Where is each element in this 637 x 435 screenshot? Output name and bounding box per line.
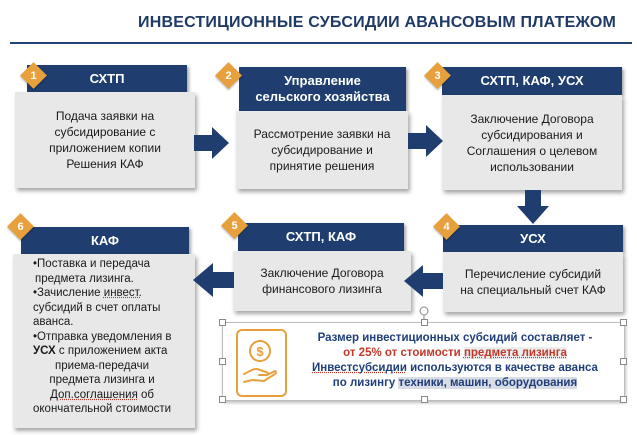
step-3-header-text: СХТП, КАФ, УСХ — [480, 73, 584, 88]
step-6-item-line: приема-передачи — [55, 359, 150, 372]
step-3-body: Заключение Договора субсидирования и Сог… — [442, 95, 622, 190]
arrow-left-5-6 — [193, 263, 234, 297]
step-4-body-line: Перечисление субсидий — [464, 267, 602, 281]
bullet: • — [33, 258, 38, 270]
info-line-4-highlight: техники, машин, оборудования — [398, 377, 578, 389]
info-icon-frame — [236, 329, 287, 397]
step-4-body-line: на специальный счет КАФ — [460, 283, 606, 297]
selection-handle[interactable] — [421, 396, 428, 403]
step-1-body-line: приложением копии — [49, 141, 161, 155]
step-6-item-line: Отправка уведомления в — [37, 330, 172, 343]
step-3-body-line: Соглашения о целевом — [466, 143, 598, 158]
step-3-body-line: Заключение Договора — [470, 111, 594, 126]
step-6-item: •Отправка уведомления в УСХ с приложение… — [33, 330, 191, 417]
step-3-header: СХТП, КАФ, УСХ — [442, 67, 622, 95]
title-underline — [10, 42, 632, 44]
step-1-header-text: СХТП — [89, 70, 125, 86]
step-2-body-line: Рассмотрение заявки на — [253, 127, 391, 141]
step-1-body-line: Решения КАФ — [66, 157, 144, 171]
step-6-item-line: с приложением акта — [55, 345, 168, 357]
step-2-header-line: Управление — [284, 73, 361, 88]
step-4-header: УСХ — [443, 225, 623, 252]
step-6-header-text: КАФ — [90, 232, 120, 248]
step-5-body-line: финансового лизинга — [262, 282, 382, 296]
step-6-item-line: Зачисление — [37, 287, 104, 299]
arrow-right-2-3 — [408, 125, 443, 157]
step-6-item-line: окончательной стоимости — [33, 403, 172, 415]
step-6-item-bold: УСХ — [33, 345, 56, 357]
selection-handle[interactable] — [620, 319, 627, 326]
step-6-number: 6 — [17, 220, 24, 233]
arrow-left-4-5 — [404, 265, 443, 297]
step-6-item-underlined: Доп.соглашения — [50, 388, 138, 401]
info-line-3-part: используются в качестве аванса — [406, 362, 598, 374]
arrow-right-1-2 — [194, 127, 229, 159]
info-line-4-part: по лизингу — [332, 377, 399, 389]
step-6-item-line: предмета лизинга и — [49, 374, 155, 386]
info-line-1: Размер инвестиционных субсидий составляе… — [317, 332, 593, 344]
info-line-2-part: от 25% от стоимости — [343, 347, 464, 359]
step-5-body-line: Заключение Договора — [260, 266, 384, 280]
step-1-body-line: субсидирование с — [54, 125, 156, 139]
rotate-handle-icon[interactable] — [418, 306, 430, 320]
step-2-header: Управление сельского хозяйства — [239, 67, 406, 111]
selection-handle[interactable] — [219, 319, 226, 326]
step-6-item-line: об — [137, 388, 154, 401]
step-6-header: КАФ — [21, 227, 189, 254]
selection-handle[interactable] — [421, 319, 428, 326]
step-5-number: 5 — [231, 219, 238, 232]
step-5-header: СХТП, КАФ — [238, 223, 404, 251]
step-6-item-underlined: инвест. — [103, 287, 142, 299]
step-2-number: 2 — [225, 69, 232, 82]
step-3-body-line: использовании — [490, 159, 574, 174]
step-1-body-line: Подача заявки на — [55, 109, 155, 123]
step-2-body-line: принятие решения — [269, 159, 375, 173]
step-2-body-line: субсидирование и — [271, 143, 373, 157]
step-5-header-text: СХТП, КАФ — [285, 229, 357, 244]
step-6-item: •Поставка и передача предмета лизинга. — [33, 257, 191, 286]
step-1-body: Подача заявки на субсидирование с прилож… — [15, 92, 195, 188]
step-2-body: Рассмотрение заявки на субсидирование и … — [236, 111, 408, 189]
step-4-body: Перечисление субсидий на специальный сче… — [443, 252, 623, 312]
step-4-header-text: УСХ — [520, 230, 546, 246]
step-3-body-line: субсидирования и — [481, 127, 583, 142]
bullet: • — [33, 287, 38, 299]
step-6-item-line: аванса. — [33, 316, 74, 328]
selection-handle[interactable] — [620, 396, 627, 403]
step-5-body: Заключение Договора финансового лизинга — [233, 251, 411, 311]
step-6-item: •Зачисление инвест. субсидий в счет опла… — [33, 286, 191, 330]
selection-handle[interactable] — [219, 358, 226, 365]
step-1-number: 1 — [30, 69, 37, 82]
info-text: Размер инвестиционных субсидий составляе… — [290, 331, 620, 391]
svg-text:$: $ — [256, 344, 264, 359]
selection-handle[interactable] — [620, 358, 627, 365]
step-4-number: 4 — [443, 220, 450, 233]
selection-handle[interactable] — [219, 396, 226, 403]
step-6-item-line: субсидий в счет оплаты — [33, 301, 161, 314]
step-6-item-line: предмета лизинга. — [35, 272, 134, 285]
page-title: ИНВЕСТИЦИОННЫЕ СУБСИДИИ АВАНСОВЫМ ПЛАТЕЖ… — [138, 14, 617, 31]
step-1-header: СХТП — [27, 65, 187, 92]
arrow-down-3-4 — [517, 190, 549, 224]
bullet: • — [33, 330, 38, 343]
step-6-item-line: Поставка и передача — [37, 258, 150, 270]
info-line-3-underlined: Инвестсубсидии — [312, 362, 407, 374]
step-6-body: •Поставка и передача предмета лизинга. •… — [13, 254, 195, 428]
money-hand-icon: $ — [243, 340, 277, 383]
step-3-number: 3 — [434, 69, 441, 82]
info-line-2-highlight: предмета лизинга — [463, 347, 567, 359]
step-2-header-line: сельского хозяйства — [255, 89, 390, 104]
